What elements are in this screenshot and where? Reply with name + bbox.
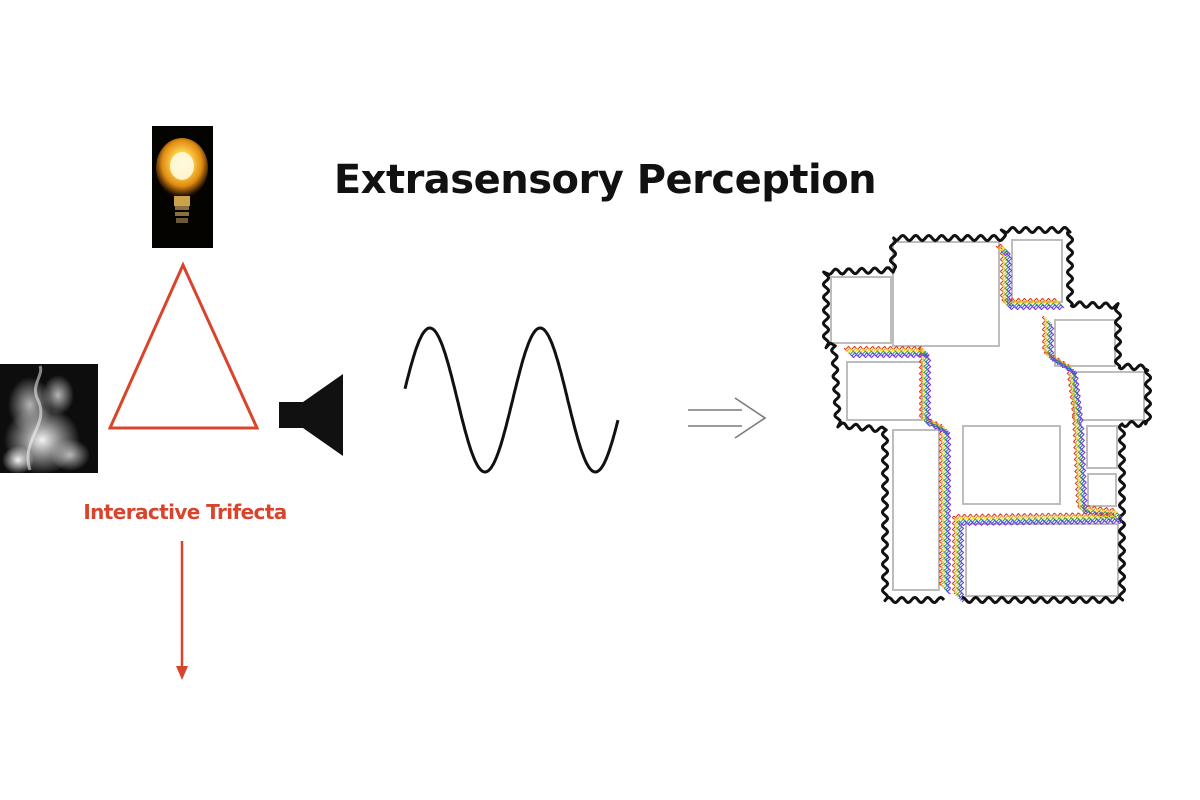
floor-plan-wire-2-0 bbox=[1041, 315, 1115, 512]
floor-plan-outline-path bbox=[821, 225, 1153, 605]
floor-plan-wire-2-5 bbox=[1049, 323, 1123, 520]
floor-plan-icon bbox=[821, 225, 1153, 605]
trifecta-triangle bbox=[107, 261, 260, 430]
floor-plan-wire-0-3 bbox=[848, 350, 948, 592]
sine-wave-icon bbox=[403, 326, 620, 474]
floor-plan-wire-3-5 bbox=[961, 520, 1123, 527]
speaker-icon bbox=[279, 374, 343, 456]
smoke-icon bbox=[0, 364, 98, 474]
floor-plan-wire-1-5 bbox=[1003, 251, 1065, 311]
floor-plan-wires bbox=[843, 243, 1123, 603]
floor-plan-wire-0-4 bbox=[849, 352, 950, 593]
trifecta-label: Interactive Trifecta bbox=[83, 500, 287, 524]
floor-plan-rooms bbox=[830, 239, 1145, 597]
lightbulb-icon bbox=[152, 126, 213, 248]
floor-plan-wire-2-3 bbox=[1046, 320, 1120, 517]
floor-plan-wire-2-2 bbox=[1045, 318, 1118, 515]
double-arrow-icon bbox=[688, 397, 767, 439]
diagram-title: Extrasensory Perception bbox=[333, 157, 877, 203]
floor-plan-outline bbox=[821, 225, 1153, 605]
down-arrow-icon bbox=[176, 541, 188, 680]
floor-plan-wire-0-2 bbox=[846, 349, 947, 590]
floor-plan-wire-4-5 bbox=[959, 523, 965, 603]
floor-plan-wire-0-5 bbox=[851, 353, 952, 595]
